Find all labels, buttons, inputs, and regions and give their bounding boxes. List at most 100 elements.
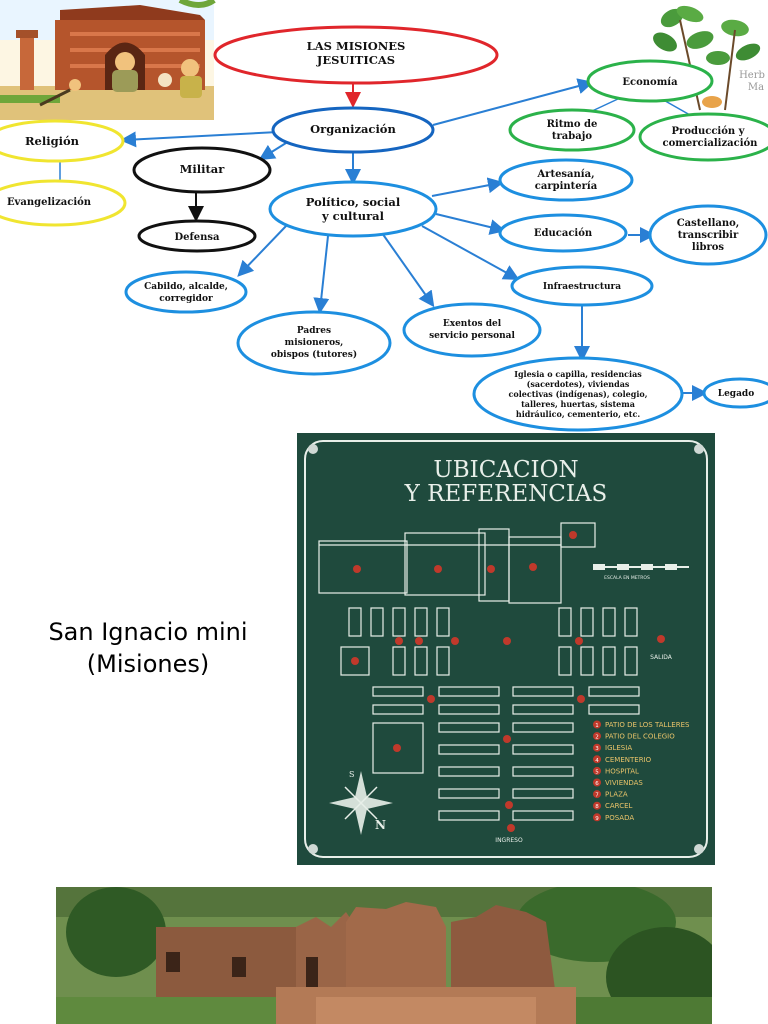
legend-marker [593, 743, 601, 752]
legend-label: CEMENTERIO [605, 756, 652, 764]
padres-line-2: misioneros, [285, 338, 344, 348]
node-defensa: Defensa [137, 219, 257, 253]
plant-illustration: Herb Ma [653, 5, 765, 111]
compass-n: N [375, 818, 386, 832]
padres-line-3: obispos (tutores) [271, 349, 357, 360]
castellano-line-1: Castellano, [677, 218, 740, 229]
salida-label: SALIDA [650, 654, 673, 661]
legend-marker [593, 766, 601, 775]
padres-line-1: Padres [297, 326, 331, 336]
node-politico: Político, social y cultural [268, 180, 438, 238]
caption-line-1: San Ignacio mini [48, 618, 248, 646]
legend-number: 1 [595, 723, 599, 729]
legend-marker [593, 813, 601, 822]
legend-label: PLAZA [605, 791, 628, 799]
node-educacion: Educación [498, 213, 628, 253]
legend-label: CARCEL [605, 802, 633, 810]
iglesia-line-1: Iglesia o capilla, residencias [514, 369, 642, 379]
node-organizacion: Organización [271, 106, 435, 154]
politico-line-1: Político, social [306, 195, 401, 209]
exentos-line-1: Exentos del [443, 319, 502, 329]
top-complex [318, 522, 596, 604]
legend-label: PATIO DEL COLEGIO [605, 733, 675, 741]
node-produccion: Producción y comercialización [638, 112, 768, 162]
node-militar: Militar [132, 146, 272, 194]
map-sign: UBICACION Y REFERENCIAS ESCALA EN METROS [297, 433, 715, 865]
legend-number: 2 [595, 735, 599, 741]
legend-number: 8 [595, 804, 599, 810]
legend-marker [593, 755, 601, 764]
sign-title-line-2: Y REFERENCIAS [404, 481, 608, 507]
infraestructura-label: Infraestructura [543, 282, 621, 292]
legend-label: PATIO DE LOS TALLERES [605, 721, 690, 729]
title-line-1: LAS MISIONES [307, 39, 406, 53]
legend-marker [593, 778, 601, 787]
militar-label: Militar [180, 162, 226, 176]
artesania-line-2: carpintería [535, 181, 598, 192]
compass-rose-icon: S N [329, 770, 393, 835]
artesania-line-1: Artesanía, [536, 169, 594, 180]
node-religion: Religión [0, 119, 125, 163]
cabildo-line-2: corregidor [159, 294, 213, 304]
legend-number: 9 [595, 816, 599, 822]
legend-number: 4 [595, 758, 599, 764]
map-markers [351, 531, 665, 832]
legend-label: VIVIENDAS [605, 779, 643, 787]
ritmo-line-2: trabajo [552, 131, 592, 142]
mission-illustration [0, 0, 216, 120]
node-legado: Legado [702, 377, 768, 409]
node-evangelizacion: Evangelización [0, 179, 127, 227]
iglesia-line-3: colectivas (indígenas), colegio, [509, 389, 648, 399]
legend-marker [593, 790, 601, 799]
evangelizacion-label: Evangelización [7, 197, 92, 208]
iglesia-line-4: talleres, huertas, sistema [521, 399, 635, 409]
castellano-line-2: transcribir [678, 230, 739, 241]
caption-line-2: (Misiones) [86, 650, 210, 678]
politico-line-2: y cultural [321, 209, 385, 223]
ritmo-line-1: Ritmo de [547, 119, 598, 130]
title-line-2: JESUITICAS [316, 53, 395, 67]
legend-label: IGLESIA [605, 744, 632, 752]
legado-label: Legado [718, 389, 754, 399]
economia-label: Economía [622, 77, 678, 88]
node-padres: Padres misioneros, obispos (tutores) [236, 310, 392, 376]
node-artesania: Artesanía, carpintería [498, 158, 634, 202]
iglesia-line-2: (sacerdotes), viviendas [527, 379, 630, 389]
node-infraestructura: Infraestructura [510, 265, 654, 307]
node-ritmo-trabajo: Ritmo de trabajo [508, 108, 636, 152]
scale-bar: ESCALA EN METROS [593, 564, 689, 581]
sign-legend: 1 PATIO DE LOS TALLERES 2 PATIO DEL COLEGIO… [593, 720, 690, 822]
legend-label: POSADA [605, 814, 634, 822]
legend-number: 7 [595, 793, 599, 799]
produccion-line-1: Producción y [672, 126, 746, 137]
node-iglesia: Iglesia o capilla, residencias (sacerdot… [472, 356, 684, 432]
ruins-photo [56, 887, 712, 1024]
ingreso-label: INGRESO [495, 837, 523, 844]
iglesia-line-5: hidráulico, cementerio, etc. [516, 409, 640, 419]
housing-blocks [340, 607, 640, 821]
node-economia: Economía [586, 59, 714, 103]
legend-marker [593, 720, 601, 729]
exentos-line-2: servicio personal [429, 331, 515, 341]
educacion-label: Educación [534, 228, 593, 239]
scale-label: ESCALA EN METROS [604, 575, 650, 581]
legend-marker [593, 801, 601, 810]
herb-label: Herb [739, 70, 765, 81]
legend-marker [593, 732, 601, 741]
sign-title-line-1: UBICACION [433, 457, 578, 483]
herb-label-2: Ma [748, 82, 764, 93]
organizacion-label: Organización [310, 122, 396, 136]
produccion-line-2: comercialización [663, 138, 759, 149]
connectors [59, 78, 708, 401]
compass-s: S [349, 770, 354, 779]
legend-label: HOSPITAL [605, 767, 639, 775]
legend-number: 5 [595, 769, 599, 775]
legend-number: 6 [595, 781, 599, 787]
node-title: LAS MISIONES JESUITICAS [213, 25, 499, 85]
concept-map: Herb Ma LAS MISIONES JESUITICAS Organiza… [0, 0, 768, 432]
religion-label: Religión [25, 134, 80, 148]
cabildo-line-1: Cabildo, alcalde, [144, 282, 228, 292]
caption: San Ignacio mini (Misiones) [0, 616, 296, 680]
node-castellano: Castellano, transcribir libros [648, 204, 768, 266]
legend-number: 3 [595, 746, 599, 752]
